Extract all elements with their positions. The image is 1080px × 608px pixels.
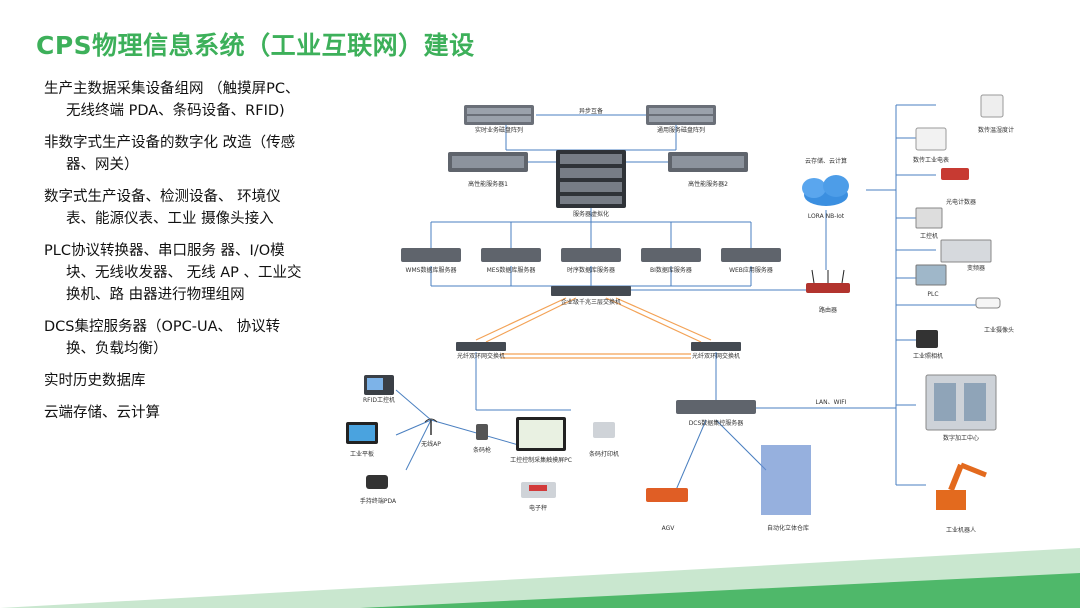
lan-label: LAN、WIFI: [816, 399, 847, 406]
plc-icon: PLC: [915, 264, 947, 298]
rfid-label: RFID工控机: [363, 396, 395, 404]
counter-label: 光电计数器: [946, 198, 976, 206]
ipc-label: 工控机: [920, 232, 938, 240]
bullet-item: DCS集控服务器（OPC-UA、 协议转换、负载均衡）: [44, 319, 281, 357]
robot-arm-icon: 工业机器人: [936, 462, 987, 534]
wms-label: WMS数据库服务器: [406, 266, 457, 274]
camera-label: 工业摄像头: [984, 326, 1014, 334]
bullet-item: PLC协议转换器、串口服务 器、I/O模块、无线收发器、 无线 AP 、工业交换…: [44, 243, 302, 303]
storage2-label: 通用服务磁盘阵列: [657, 126, 705, 134]
ring-switch-icon: 光纤双环网交换机: [691, 342, 741, 360]
printer-icon: 条码打印机: [589, 422, 619, 458]
scale-label: 电子秤: [529, 504, 547, 512]
robot-label: 工业机器人: [946, 526, 976, 534]
photo-counter-icon: 光电计数器: [941, 168, 976, 206]
ipc-icon: 工控机: [915, 207, 943, 240]
rfid-terminal-icon: RFID工控机: [363, 375, 395, 404]
page-title: CPS物理信息系统（工业互联网）建设: [36, 31, 475, 60]
ring-right-label: 光纤双环网交换机: [692, 352, 740, 360]
temp-label: 数传温湿度计: [978, 126, 1014, 134]
converter-label: 变频器: [967, 264, 985, 272]
cnc-icon: 数字加工中心: [925, 374, 997, 442]
barcode-scanner-icon: 条码枪: [473, 424, 491, 454]
storage1-label: 实时业务磁盘阵列: [475, 126, 523, 134]
storage-array-icon: 通用服务磁盘阵列: [646, 105, 716, 134]
bullet-list: 生产主数据采集设备组网 （触摸屏PC、无线终端 PDA、条码设备、RFID) 非…: [40, 78, 302, 434]
ring-switch-icon: 光纤双环网交换机: [456, 342, 506, 360]
cnc-label: 数字加工中心: [943, 434, 979, 442]
touchpc-label: 工控控制采集触摸屏PC: [510, 456, 572, 464]
ap-label: 无线AP: [421, 440, 441, 448]
cloud-sub-label: LORA NB-Iot: [808, 213, 845, 220]
tablet-label: 工业平板: [350, 450, 374, 458]
tablet-icon: 工业平板: [346, 422, 378, 458]
bullet-item: 非数字式生产设备的数字化 改造（传感器、网关）: [44, 135, 296, 173]
fiber-ring: [475, 297, 712, 359]
core-switch-icon: 企业级千兆三层交换机: [551, 286, 631, 306]
wireless-ap-icon: 无线AP: [421, 418, 441, 448]
server-icon: 高性能服务器2: [668, 152, 748, 188]
agv-icon: AGV: [646, 488, 688, 532]
network-diagram: 实时业务磁盘阵列 通用服务磁盘阵列 异步互备 高性能服务器1 高性能服务器2 服…: [346, 94, 1014, 534]
power-meter-icon: 数传工业电表: [913, 127, 949, 164]
scale-icon: 电子秤: [521, 482, 556, 512]
bullet-item: 数字式生产设备、检测设备、 环境仪表、能源仪表、工业 摄像头接入: [44, 189, 281, 227]
touch-pc-icon: 工控控制采集触摸屏PC: [510, 417, 572, 464]
web-label: WEB应用服务器: [729, 266, 773, 274]
camera-icon: 工业摄像头: [975, 297, 1014, 334]
storage-array-icon: 实时业务磁盘阵列: [464, 105, 534, 134]
pda-label: 手持终端PDA: [360, 497, 397, 505]
ring-left-label: 光纤双环网交换机: [457, 352, 505, 360]
server-rack-icon: 服务器虚拟化: [556, 150, 626, 218]
dcs-label: DCS数据集控服务器: [689, 419, 744, 427]
bullet-item: 云端存储、云计算: [44, 405, 160, 421]
warehouse-label: 自动化立体仓库: [767, 524, 809, 532]
cam2-label: 工业照相机: [913, 352, 943, 360]
printer-label: 条码打印机: [589, 450, 619, 458]
server-icon: 高性能服务器1: [448, 152, 528, 188]
cloud-icon: 云存储、云计算 LORA NB-Iot: [802, 157, 849, 220]
bullet-item: 生产主数据采集设备组网 （触摸屏PC、无线终端 PDA、条码设备、RFID): [44, 81, 300, 119]
industrial-camera-icon: 工业照相机: [913, 330, 943, 360]
warehouse-icon: 自动化立体仓库: [761, 445, 811, 532]
temp-sensor-icon: 数传温湿度计: [978, 94, 1014, 134]
server2-label: 高性能服务器2: [688, 180, 728, 188]
core-switch-label: 企业级千兆三层交换机: [561, 298, 621, 306]
bi-label: BI数据库服务器: [650, 266, 692, 274]
ts-label: 时序数据库服务器: [567, 266, 615, 274]
converter-icon: 变频器: [940, 239, 992, 272]
db-servers: WMS数据库服务器 MES数据库服务器 时序数据库服务器 BI数据库服务器 WE…: [401, 248, 781, 274]
mes-label: MES数据库服务器: [487, 266, 536, 274]
router-icon: 路由器: [806, 269, 850, 314]
meter-label: 数传工业电表: [913, 156, 949, 164]
agv-label: AGV: [662, 525, 676, 532]
router-label: 路由器: [819, 306, 837, 314]
server1-label: 高性能服务器1: [468, 180, 508, 188]
pda-icon: 手持终端PDA: [360, 475, 397, 505]
dcs-server-icon: DCS数据集控服务器: [676, 400, 756, 427]
plc-label: PLC: [927, 291, 938, 298]
cloud-title-label: 云存储、云计算: [805, 157, 847, 165]
footer-decoration: [0, 548, 1080, 608]
async-label: 异步互备: [579, 107, 603, 115]
scanner-label: 条码枪: [473, 446, 491, 454]
bullet-item: 实时历史数据库: [44, 373, 146, 389]
virtual-label: 服务器虚拟化: [573, 210, 609, 218]
